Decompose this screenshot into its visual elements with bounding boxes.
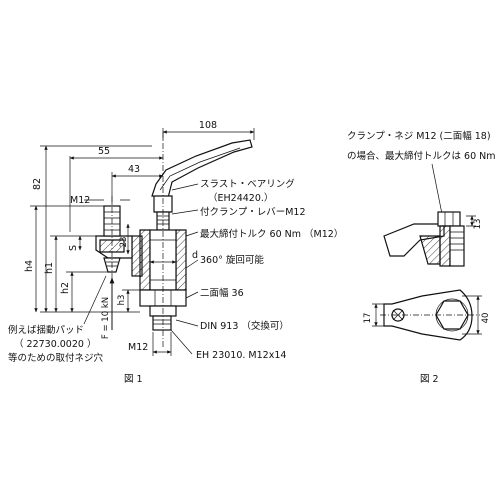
force-arrow: F = 10 kN (101, 277, 115, 339)
callout-pad-1: 例えば揺動パッド (8, 324, 84, 336)
figure-2: クランプ・ネジ M12 (二面幅 18) の場合、最大締付トルクは 60 Nm … (347, 130, 496, 385)
dim-h3: h3 (117, 289, 140, 313)
dim-d: d (149, 250, 198, 264)
callout-eh: EH 23010. M12x14 (196, 350, 286, 361)
dim-h3-label: h3 (117, 295, 127, 306)
dim-s-label: S (68, 245, 79, 251)
figure-1-caption: 図 1 (124, 374, 143, 385)
callout-bearing-1: スラスト・ベアリング (200, 178, 295, 190)
figure-2-caption: 図 2 (420, 374, 439, 385)
dim-s: S (68, 235, 82, 251)
dim-m12-top: M12 (70, 195, 130, 206)
dim-55-label: 55 (98, 146, 110, 157)
callout-bearing-2: （EH24420.） (208, 192, 273, 204)
dim-h4: h4 (24, 205, 104, 313)
dim-55: 55 (69, 146, 164, 232)
callout-rotation: 360° 旋回可能 (200, 254, 264, 266)
dim-h1: h1 (44, 235, 96, 313)
dim-23-label: 23 (119, 237, 129, 248)
dim-d-label: d (192, 250, 198, 261)
callout-flats: 二面幅 36 (200, 287, 244, 299)
callout-bearing-3: 付クランプ・レバーM12 (200, 207, 306, 218)
dim-h2: h2 (60, 271, 108, 313)
note-leader (431, 163, 443, 215)
m12-bottom-label: M12 (128, 342, 148, 353)
figure-1: 108 55 43 82 M12 23 (8, 120, 343, 385)
dim-43-label: 43 (128, 164, 140, 175)
dim-40-label: 40 (481, 313, 491, 324)
dim-h2-label: h2 (60, 282, 71, 294)
force-label: F = 10 kN (101, 297, 111, 339)
main-body (131, 229, 187, 291)
callout-leaders (83, 183, 199, 355)
fig2-top-view: 17 40 (363, 289, 491, 341)
dim-h1-label: h1 (44, 262, 55, 274)
dim-h4-label: h4 (24, 260, 35, 272)
m12-top-label: M12 (70, 195, 90, 206)
dim-13-label: 13 (473, 219, 483, 230)
figure-2-note-2: の場合、最大締付トルクは 60 Nm (347, 150, 496, 162)
dim-82-label: 82 (32, 178, 43, 190)
dim-108-label: 108 (199, 120, 217, 131)
callout-torque: 最大締付トルク 60 Nm （M12） (200, 228, 343, 240)
callout-pad-2: （ 22730.0020 ） (14, 338, 96, 350)
dim-m12-bottom: M12 (128, 332, 172, 356)
callout-din: DIN 913 （交換可） (200, 320, 289, 332)
dim-108: 108 (162, 120, 255, 140)
dim-23: 23 (119, 223, 130, 255)
callout-pad-3: 等のための取付ネジ穴 (8, 352, 104, 364)
fig2-side-view: 13 (383, 211, 483, 267)
dim-43: 43 (111, 164, 164, 204)
figure-2-note-1: クランプ・ネジ M12 (二面幅 18) (347, 130, 491, 142)
dim-17-label: 17 (363, 313, 373, 324)
